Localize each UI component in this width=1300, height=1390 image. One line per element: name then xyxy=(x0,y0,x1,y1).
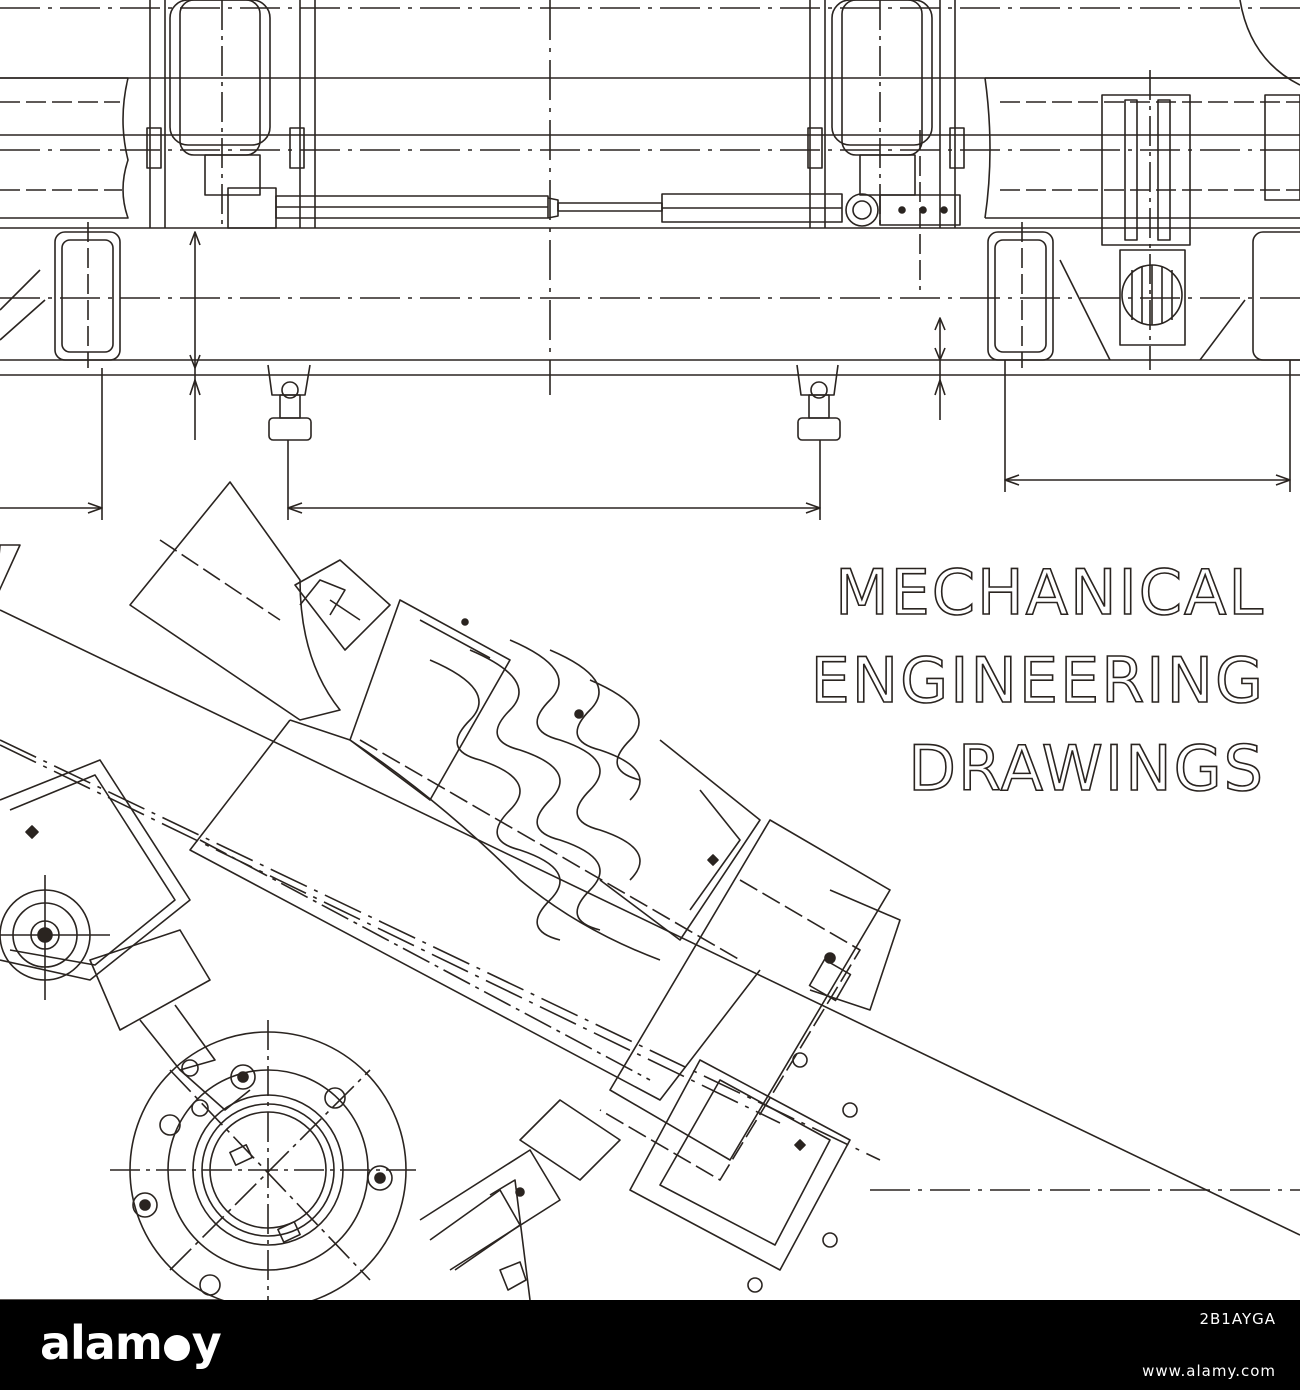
headline-line-2: ENGINEERING xyxy=(811,644,1265,717)
flange xyxy=(110,1020,420,1300)
logo-dot-icon xyxy=(163,1335,190,1361)
bottom-assembly xyxy=(0,481,1300,1300)
top-assembly xyxy=(0,0,1300,520)
image-code: 2B1AYGA xyxy=(1199,1310,1276,1328)
logo-text-end: y xyxy=(191,1316,222,1370)
spring-unit xyxy=(294,559,761,941)
headline-line-1: MECHANICAL xyxy=(835,556,1265,629)
site-url[interactable]: www.alamy.com xyxy=(1142,1362,1276,1380)
headline-line-3: DRAWINGS xyxy=(908,732,1265,805)
drawing-artboard: MECHANICAL ENGINEERING DRAWINGS xyxy=(0,0,1300,1300)
technical-drawing xyxy=(0,0,1300,1300)
logo-text-start: alam xyxy=(40,1316,163,1370)
gearbox xyxy=(0,759,251,1117)
headline: MECHANICAL ENGINEERING DRAWINGS xyxy=(810,555,1265,806)
